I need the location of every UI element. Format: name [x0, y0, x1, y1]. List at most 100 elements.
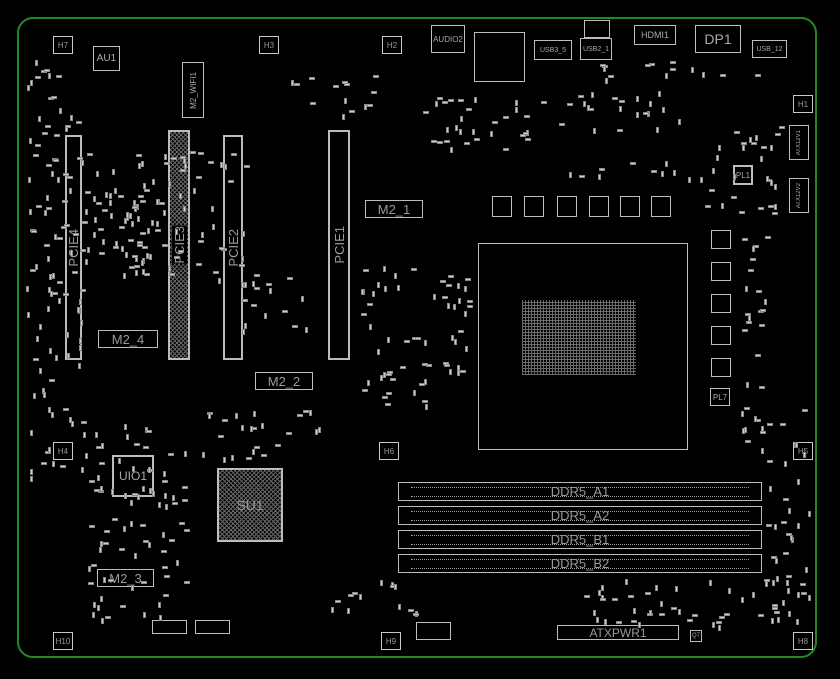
smd-component	[143, 446, 149, 450]
smd-component	[70, 420, 74, 427]
smd-component	[53, 234, 57, 241]
smd-component	[178, 522, 185, 526]
smd-component	[767, 460, 774, 464]
smd-component	[162, 531, 166, 538]
smd-component	[64, 224, 71, 228]
smd-component	[128, 266, 135, 269]
vrm-inductor	[711, 230, 731, 249]
smd-component	[68, 417, 72, 424]
smd-component	[443, 140, 450, 144]
usb3-connector: USB3_5	[534, 40, 572, 60]
smd-component	[47, 256, 51, 263]
smd-component	[139, 200, 146, 204]
smd-component	[41, 461, 47, 465]
smd-component	[46, 306, 50, 313]
smd-component	[171, 156, 178, 160]
smd-component	[458, 298, 462, 305]
mounting-hole-h10: H10	[53, 632, 73, 650]
smd-component	[344, 98, 348, 105]
smd-component	[631, 619, 638, 623]
smd-component	[754, 415, 758, 422]
smd-component	[770, 555, 777, 559]
smd-component	[99, 485, 103, 492]
smd-component	[251, 449, 255, 456]
smd-component	[108, 192, 112, 199]
smd-component	[132, 466, 136, 473]
smd-component	[660, 170, 664, 177]
smd-component	[110, 212, 114, 219]
smd-component	[179, 192, 183, 199]
smd-component	[58, 298, 62, 305]
smd-component	[293, 83, 300, 87]
smd-component	[78, 338, 82, 345]
smd-component	[29, 138, 33, 145]
smd-component	[140, 581, 147, 585]
smd-component	[269, 287, 273, 294]
smd-component	[644, 63, 651, 67]
smd-component	[678, 608, 681, 615]
smd-component	[282, 309, 289, 313]
smd-component	[456, 283, 460, 290]
smd-component	[567, 102, 574, 106]
smd-component	[460, 370, 466, 374]
vrm-inductor	[711, 358, 731, 377]
dimm-b2-label: DDR5_B2	[550, 556, 610, 571]
smd-component	[30, 476, 34, 483]
smd-component	[751, 592, 755, 599]
smd-component	[761, 145, 768, 149]
smd-component	[361, 312, 368, 316]
vrm-inductor	[557, 196, 577, 217]
smd-component	[172, 501, 179, 505]
smd-component	[142, 246, 149, 250]
atx-power-connector: ATXPWR1	[557, 625, 679, 640]
hdmi-connector: HDMI1	[634, 25, 676, 45]
smd-component	[38, 323, 42, 330]
smd-component	[730, 195, 737, 199]
smd-component	[441, 295, 448, 299]
smd-component	[334, 599, 341, 603]
smd-component	[51, 96, 58, 100]
smd-component	[382, 372, 386, 379]
smd-component	[113, 245, 120, 249]
smd-component	[752, 245, 756, 252]
smd-component	[286, 276, 293, 280]
smd-component	[744, 406, 751, 410]
smd-component	[444, 363, 451, 367]
smd-component	[85, 452, 89, 459]
smd-component	[452, 304, 456, 311]
smd-component	[129, 499, 133, 506]
smd-component	[633, 607, 637, 614]
smd-component	[300, 295, 304, 302]
smd-component	[451, 335, 455, 342]
smd-component	[748, 315, 752, 322]
smd-component	[709, 579, 713, 586]
smd-component	[742, 237, 749, 241]
smd-component	[131, 584, 135, 591]
smd-component	[773, 203, 777, 210]
vrm-inductor	[711, 294, 731, 313]
smd-component	[125, 251, 129, 258]
smd-component	[379, 579, 383, 586]
smd-component	[305, 327, 309, 334]
smd-component	[718, 616, 725, 620]
smd-component	[235, 413, 239, 420]
smd-component	[202, 451, 206, 458]
smd-component	[769, 145, 773, 152]
smd-component	[445, 284, 452, 288]
smd-component	[373, 75, 380, 79]
smd-component	[669, 67, 676, 71]
smd-component	[133, 200, 137, 207]
fan-header	[195, 620, 230, 634]
smd-component	[26, 85, 30, 92]
smd-component	[157, 502, 161, 509]
pcb-board-outline	[17, 17, 817, 658]
smd-component	[765, 581, 769, 588]
smd-component	[88, 525, 95, 529]
smd-component	[77, 363, 81, 370]
mounting-hole-h7: H7	[53, 36, 73, 54]
smd-component	[167, 265, 171, 272]
smd-component	[97, 228, 104, 232]
smd-component	[275, 443, 282, 447]
smd-component	[119, 226, 126, 230]
smd-component	[559, 123, 566, 127]
